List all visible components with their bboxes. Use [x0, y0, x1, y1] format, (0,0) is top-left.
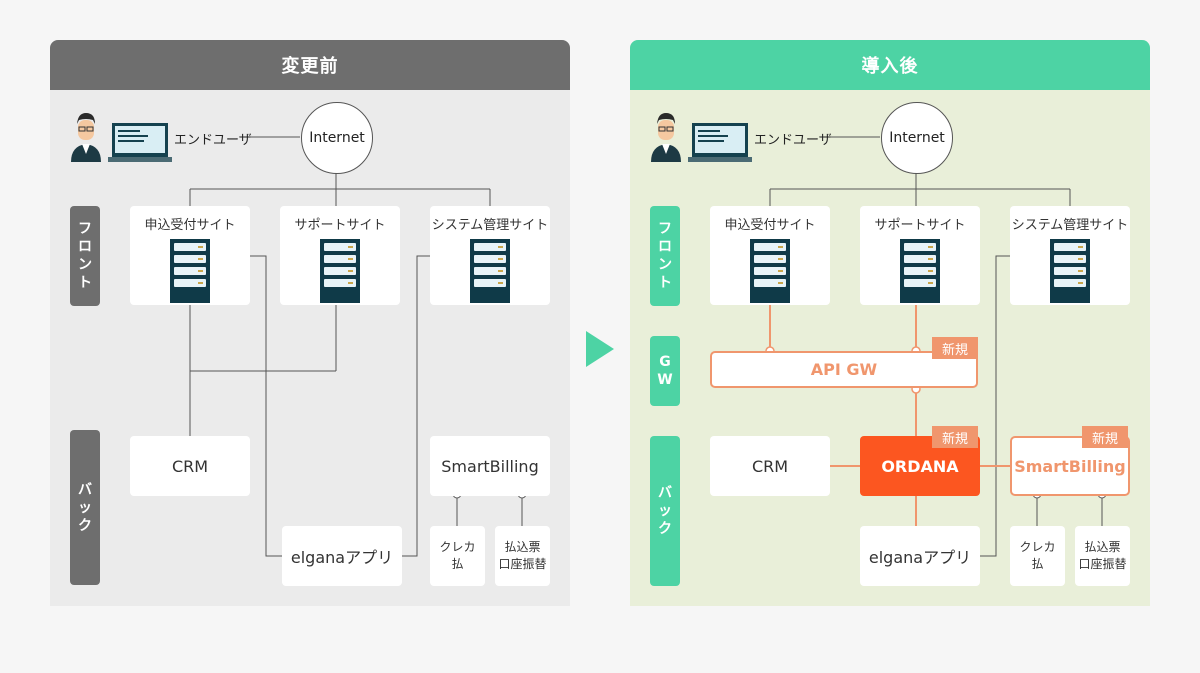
server-icon — [900, 239, 940, 303]
payment-label: 払 — [1031, 557, 1044, 571]
payment-label: クレカ — [439, 540, 476, 554]
gw-tab-char: G — [659, 354, 671, 370]
new-badge: 新規 — [932, 337, 978, 359]
smartbilling-card: SmartBilling — [430, 436, 550, 496]
bank-transfer-card: 払込票 口座振替 — [1075, 526, 1130, 586]
smartbilling-new-box: SmartBilling — [1010, 436, 1130, 496]
after-panel: 導入後 — [630, 40, 1150, 606]
gw-tab: G W — [650, 336, 680, 406]
arrow-right-icon — [586, 331, 614, 367]
front-tab-char: ン — [78, 257, 92, 273]
credit-card-payment-card: クレカ 払 — [430, 526, 485, 586]
payment-label: 払 — [451, 557, 464, 571]
credit-card-payment-card: クレカ 払 — [1010, 526, 1065, 586]
front-tab-char: ト — [78, 275, 92, 291]
new-badge: 新規 — [1082, 426, 1128, 448]
site-label: サポートサイト — [294, 218, 386, 233]
front-tab: フ ロ ン ト — [650, 206, 680, 306]
front-tab-char: フ — [658, 221, 672, 237]
laptop-icon — [688, 123, 752, 162]
server-icon — [750, 239, 790, 303]
elgana-app-card: elganaアプリ — [860, 526, 980, 586]
new-badge: 新規 — [932, 426, 978, 448]
application-site-card: 申込受付サイト — [130, 206, 250, 305]
before-panel: 変更前 — [50, 40, 570, 606]
back-tab: バ ッ ク — [70, 430, 100, 585]
site-label: 申込受付サイト — [144, 218, 236, 233]
payment-label: 払込票 — [504, 540, 541, 554]
after-title: 導入後 — [630, 40, 1150, 90]
server-icon — [1050, 239, 1090, 303]
payment-label: 口座振替 — [1078, 557, 1127, 571]
site-label: システム管理サイト — [1011, 218, 1129, 233]
front-tab-char: ン — [658, 257, 672, 273]
back-tab-char: バ — [78, 481, 92, 498]
elgana-app-card: elganaアプリ — [282, 526, 402, 586]
payment-label: 払込票 — [1084, 540, 1121, 554]
server-icon — [170, 239, 210, 303]
before-title: 変更前 — [50, 40, 570, 90]
application-site-card: 申込受付サイト — [710, 206, 830, 305]
admin-site-card: システム管理サイト — [430, 206, 550, 305]
back-tab-char: バ — [658, 485, 672, 501]
back-tab-char: ッ — [658, 503, 672, 519]
front-tab-char: ロ — [658, 239, 672, 255]
front-tab-char: ロ — [78, 239, 92, 255]
front-tab-char: フ — [78, 221, 92, 237]
server-icon — [470, 239, 510, 303]
api-gateway-box: API GW — [710, 351, 978, 388]
site-label: サポートサイト — [874, 218, 966, 233]
admin-site-card: システム管理サイト — [1010, 206, 1130, 305]
internet-node: Internet — [881, 102, 953, 174]
crm-card: CRM — [710, 436, 830, 496]
internet-node: Internet — [301, 102, 373, 174]
end-user-label: エンドユーザ — [754, 133, 832, 148]
front-tab: フ ロ ン ト — [70, 206, 100, 306]
payment-label: クレカ — [1019, 540, 1056, 554]
gw-tab-char: W — [657, 372, 673, 388]
person-icon — [651, 113, 681, 162]
support-site-card: サポートサイト — [280, 206, 400, 305]
back-tab: バ ッ ク — [650, 436, 680, 586]
server-icon — [320, 239, 360, 303]
payment-label: 口座振替 — [498, 557, 547, 571]
crm-card: CRM — [130, 436, 250, 496]
person-icon — [71, 113, 101, 162]
front-tab-char: ト — [658, 275, 672, 291]
back-tab-char: ク — [78, 517, 92, 534]
support-site-card: サポートサイト — [860, 206, 980, 305]
end-user-label: エンドユーザ — [174, 133, 252, 148]
back-tab-char: ク — [658, 521, 672, 537]
back-tab-char: ッ — [78, 499, 92, 516]
site-label: 申込受付サイト — [724, 218, 816, 233]
site-label: システム管理サイト — [431, 218, 549, 233]
laptop-icon — [108, 123, 172, 162]
bank-transfer-card: 払込票 口座振替 — [495, 526, 550, 586]
